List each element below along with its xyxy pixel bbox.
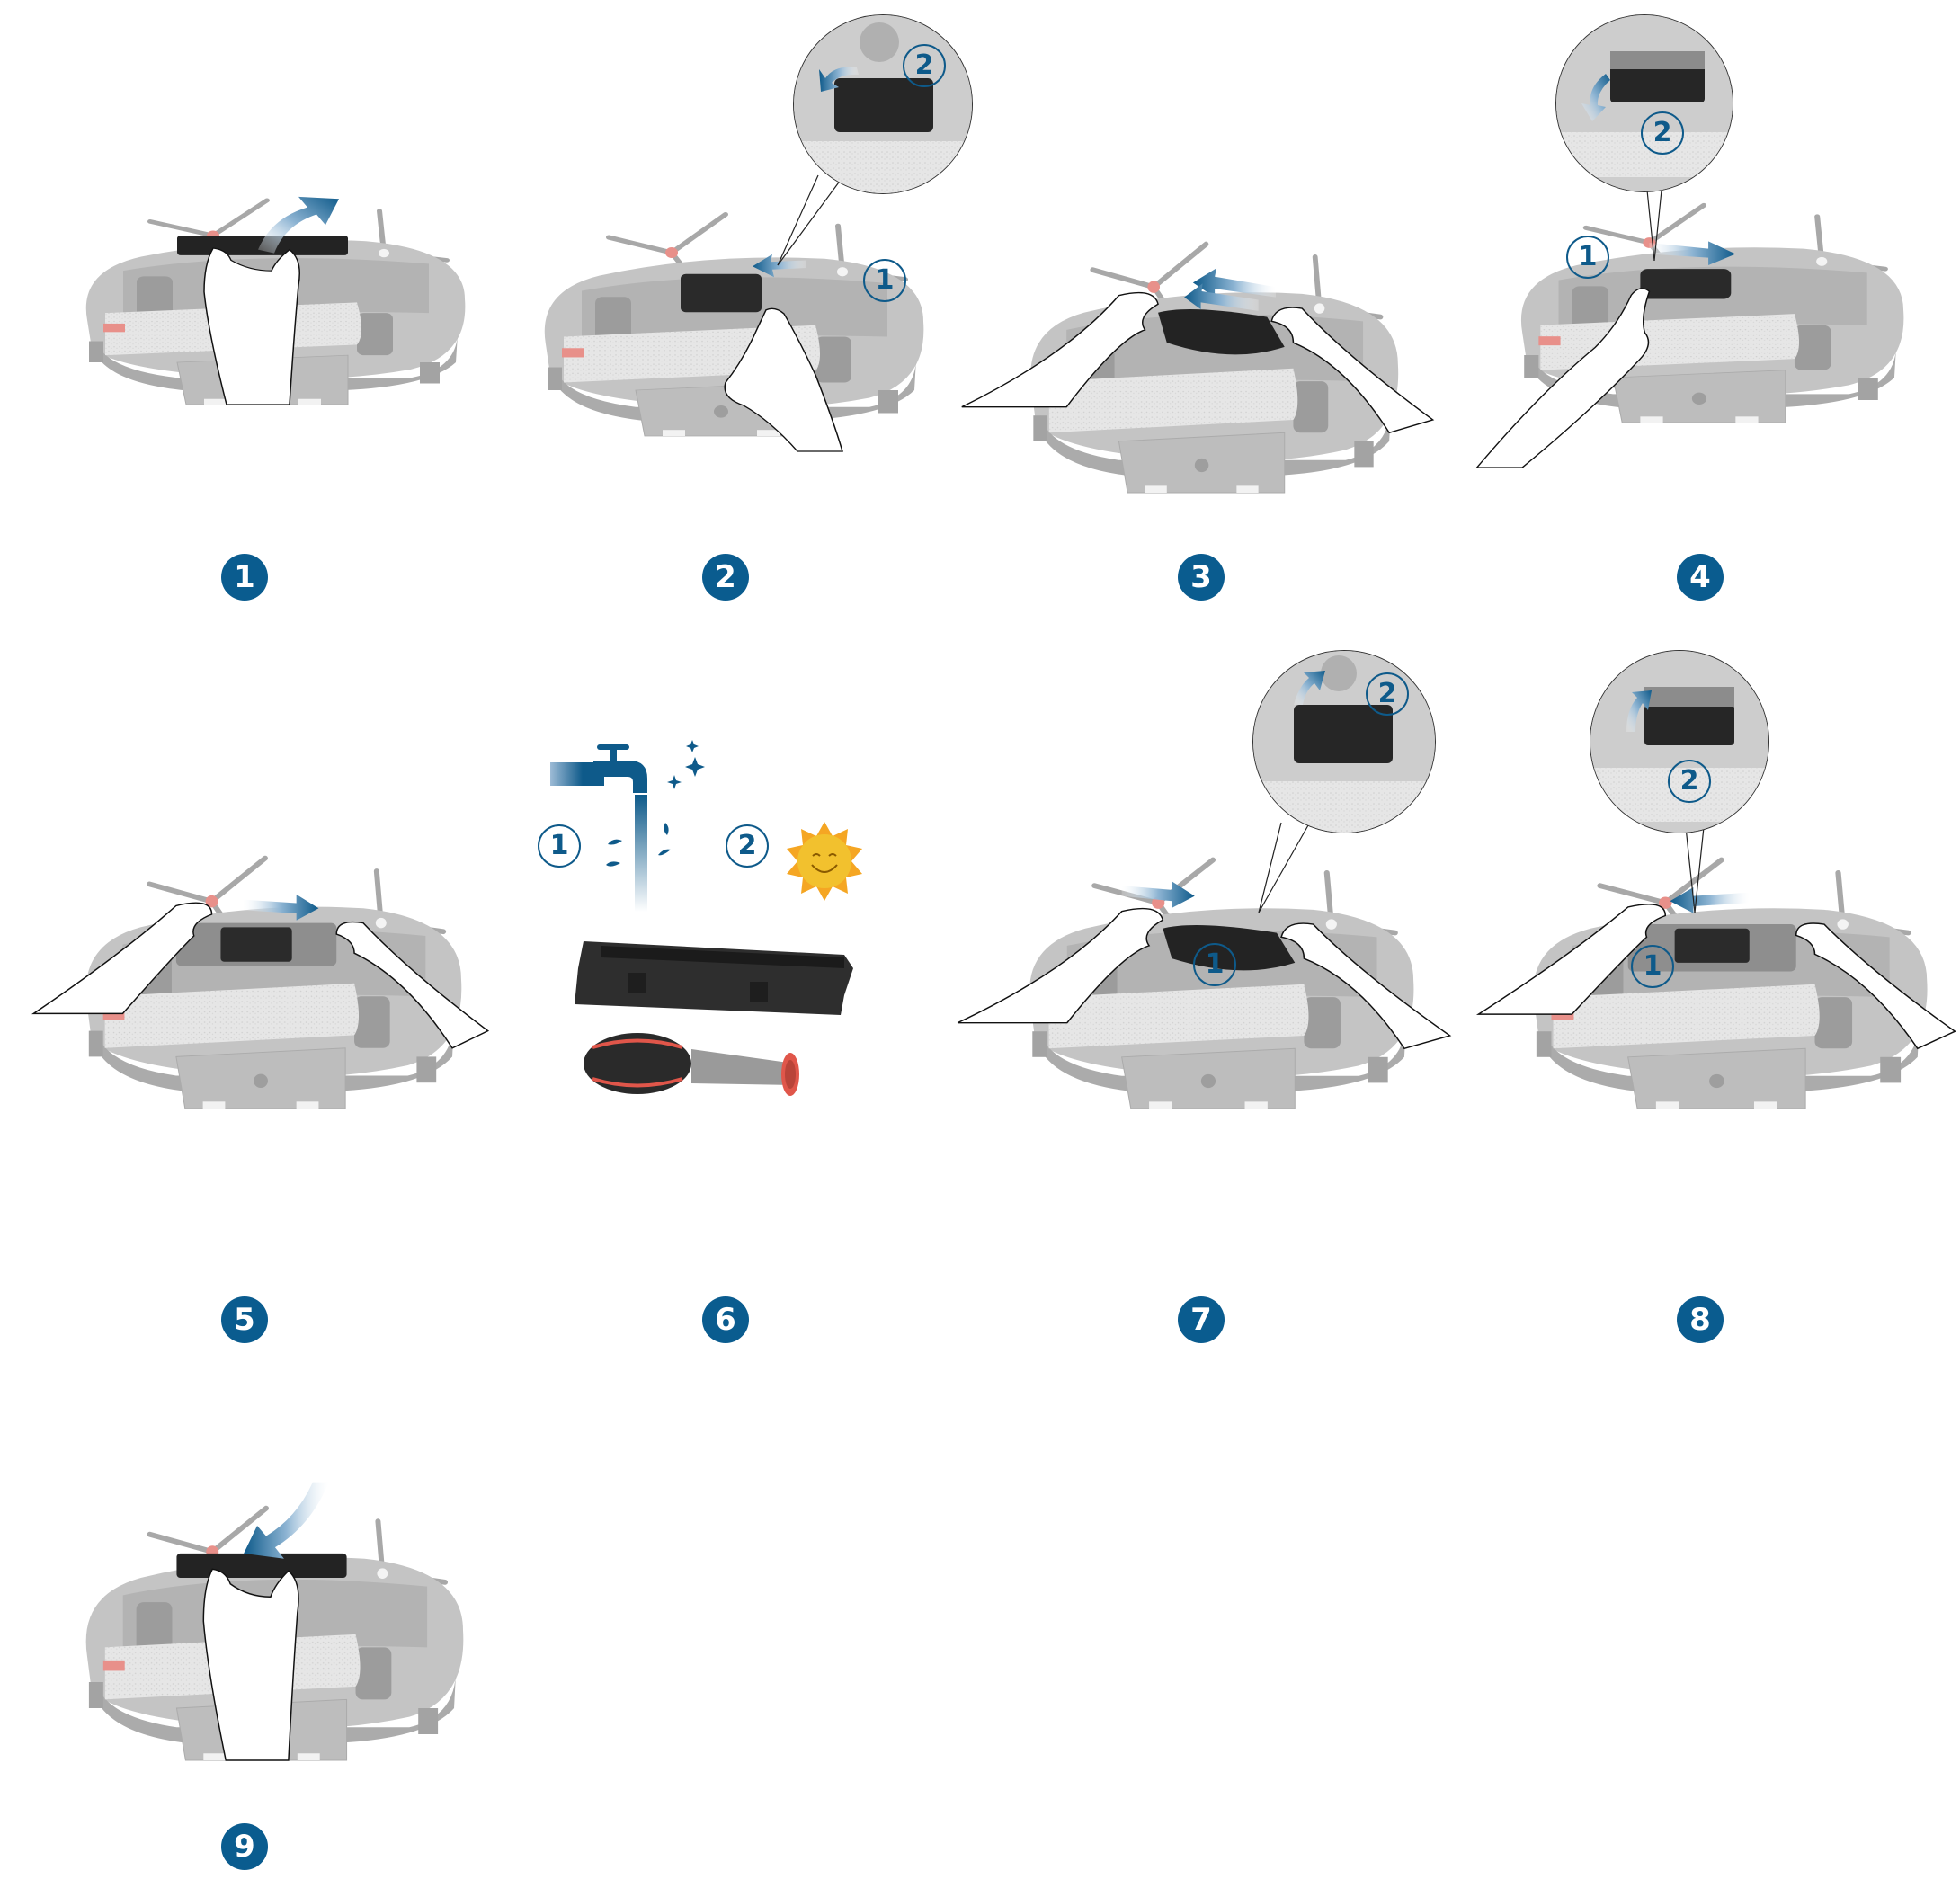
- slide-left-arrow-icon: [753, 254, 806, 278]
- hand-icon: [203, 247, 300, 405]
- water-stream-icon: [635, 795, 647, 912]
- close-arrow-icon: [244, 1482, 329, 1559]
- left-hand-icon: [1475, 904, 1667, 1015]
- main-brush-part: [584, 1033, 799, 1096]
- step-1-illustration: [69, 193, 460, 405]
- step-badge-1: 1: [221, 554, 268, 601]
- rotate-arrow-icon: [1626, 690, 1652, 732]
- step-5-illustration: [31, 850, 490, 1109]
- robot-underside-illustration: [528, 207, 919, 452]
- callout-leader-lines: [1258, 822, 1309, 913]
- rotate-arrow-icon: [819, 67, 859, 92]
- faucet-icon: [550, 744, 671, 912]
- zoom-callout-step-7: [1252, 650, 1436, 833]
- brush-cover: [681, 273, 762, 313]
- marker-1-rinse: 1: [538, 824, 581, 868]
- callout-detail: [1556, 15, 1733, 191]
- marker-1: 1: [1193, 943, 1236, 986]
- slide-right-arrow-icon: [1649, 241, 1736, 265]
- step-2-illustration: [528, 207, 919, 452]
- step-badge-4: 4: [1677, 554, 1724, 601]
- left-hand-icon: [957, 907, 1164, 1024]
- rotate-arrow-icon: [1294, 671, 1325, 705]
- insert-arrow-icon: [1121, 881, 1195, 908]
- sparkle-icon: [667, 740, 705, 789]
- marker-2: 2: [1366, 672, 1409, 716]
- zoom-callout-step-2: [793, 14, 973, 194]
- robot-underside-illustration: [69, 1482, 459, 1761]
- robot-underside-illustration: [69, 196, 460, 405]
- wash-and-dry-illustration: [550, 740, 862, 1096]
- marker-2: 2: [1641, 111, 1684, 155]
- marker-2-dry: 2: [726, 824, 769, 868]
- callout-leader-lines: [1685, 826, 1705, 913]
- callout-detail: [1253, 651, 1435, 833]
- robot-underside-illustration: [31, 850, 490, 1109]
- step-8-illustration: [1475, 851, 1956, 1109]
- zoom-callout-step-4: [1555, 14, 1733, 192]
- step-3-illustration: [961, 236, 1435, 493]
- step-4-illustration: [1475, 198, 1899, 468]
- right-hand-icon: [1280, 922, 1452, 1050]
- step-9-illustration: [69, 1482, 459, 1761]
- zoom-callout-step-8: [1590, 650, 1769, 833]
- rotate-arrow-icon: [1581, 74, 1610, 121]
- remove-arrow-icon-2: [1184, 283, 1259, 311]
- robot-underside-illustration: [1475, 851, 1956, 1109]
- step-badge-8: 8: [1677, 1296, 1724, 1343]
- sun-icon: [787, 822, 862, 901]
- right-hand-icon: [1795, 922, 1956, 1050]
- left-hand-icon: [31, 902, 213, 1015]
- right-hand-icon: [335, 921, 490, 1049]
- hand-icon: [202, 1568, 299, 1761]
- step-badge-6: 6: [702, 1296, 749, 1343]
- robot-underside-illustration: [1475, 198, 1899, 468]
- main-brush: [1640, 269, 1732, 299]
- hand-icon: [1475, 288, 1651, 468]
- marker-1: 1: [1566, 236, 1609, 279]
- callout-leader-lines: [777, 174, 842, 266]
- callout-detail: [1590, 651, 1768, 833]
- hand-icon: [724, 307, 843, 452]
- brush-cover-part: [575, 941, 853, 1015]
- slide-right-arrow-icon: [243, 894, 319, 921]
- step-badge-2: 2: [702, 554, 749, 601]
- slide-left-arrow-icon: [1670, 887, 1750, 913]
- marker-1: 1: [1631, 945, 1674, 988]
- robot-underside-illustration: [961, 236, 1435, 493]
- step-badge-7: 7: [1178, 1296, 1225, 1343]
- brush-cover: [176, 1553, 347, 1578]
- step-badge-9: 9: [221, 1823, 268, 1870]
- marker-2: 2: [903, 44, 946, 87]
- remove-arrow-icon: [1192, 268, 1277, 298]
- marker-2: 2: [1668, 760, 1711, 803]
- main-brush: [1158, 308, 1285, 355]
- callout-detail: [794, 15, 972, 193]
- marker-1: 1: [863, 259, 906, 302]
- right-hand-icon: [1270, 307, 1435, 434]
- step-6-illustration: [539, 737, 881, 1115]
- lift-arrow-icon: [258, 196, 339, 254]
- step-badge-5: 5: [221, 1296, 268, 1343]
- step-badge-3: 3: [1178, 554, 1225, 601]
- left-hand-icon: [961, 291, 1159, 408]
